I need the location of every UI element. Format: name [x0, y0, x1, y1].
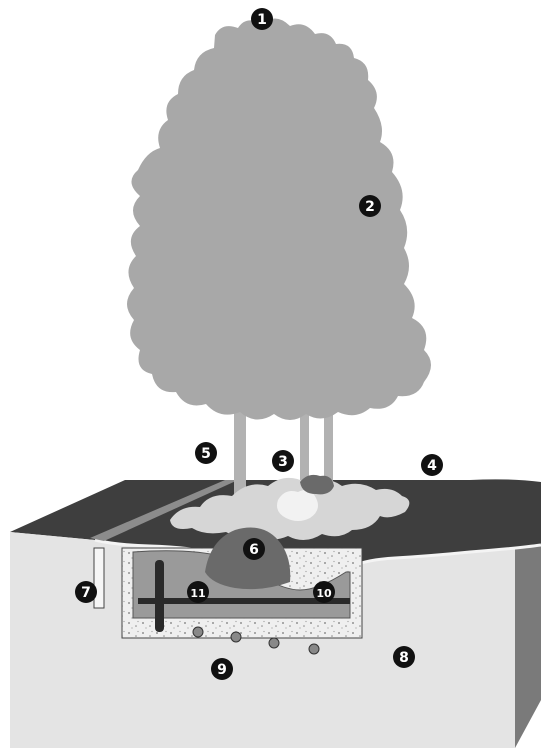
callout-9: 9 [211, 658, 233, 680]
tree-canopy [127, 18, 431, 420]
callout-number: 1 [257, 12, 267, 28]
drain-pipe-dot [193, 627, 203, 637]
callout-11: 11 [187, 581, 209, 603]
callout-number: 4 [427, 458, 437, 474]
callout-number: 7 [81, 585, 91, 601]
callout-number: 11 [190, 587, 205, 600]
callout-7: 7 [75, 581, 97, 603]
callout-number: 9 [217, 662, 227, 678]
callout-number: 5 [201, 446, 211, 462]
drain-pipe-dot [309, 644, 319, 654]
callout-4: 4 [421, 454, 443, 476]
callout-8: 8 [393, 646, 415, 668]
pit-vertical-pipe [155, 560, 164, 632]
side-drain [94, 548, 104, 608]
callout-number: 3 [278, 454, 288, 470]
callout-number: 2 [365, 199, 375, 215]
callout-1: 1 [251, 8, 273, 30]
callout-number: 8 [399, 650, 409, 666]
callout-6: 6 [243, 538, 265, 560]
callout-10: 10 [313, 581, 335, 603]
ground-side-face [515, 545, 541, 748]
callout-3: 3 [272, 450, 294, 472]
callout-number: 10 [316, 587, 332, 600]
callout-2: 2 [359, 195, 381, 217]
callout-number: 6 [249, 542, 259, 558]
drain-pipe-dot [231, 632, 241, 642]
callout-5: 5 [195, 442, 217, 464]
drain-pipe-dot [269, 638, 279, 648]
